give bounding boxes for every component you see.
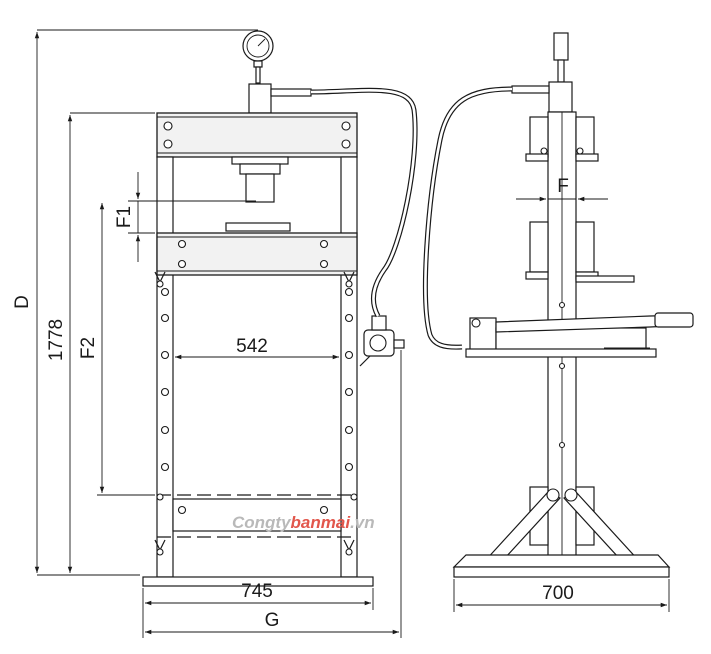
left-upright — [156, 156, 174, 578]
side-view — [422, 32, 694, 578]
dim-g-label: G — [265, 610, 280, 631]
dim-f2-label: F2 — [78, 337, 99, 359]
watermark-part2: banmai — [291, 513, 352, 532]
dim-front-base-label: 745 — [241, 581, 273, 602]
pump-unit-icon — [359, 315, 405, 367]
dim-d-label: D — [12, 295, 33, 309]
side-cylinder-head — [548, 81, 573, 113]
work-table — [156, 232, 358, 276]
press-plate — [225, 222, 291, 232]
upright-holes — [160, 287, 354, 472]
front-base — [142, 576, 374, 587]
top-beam — [156, 112, 358, 158]
dim-side-base-label: 700 — [542, 583, 574, 604]
table-pins — [154, 271, 355, 288]
dim-f-label: F — [557, 176, 569, 197]
hand-pump-icon — [465, 312, 694, 358]
cylinder-head — [248, 83, 272, 114]
watermark-part1: Congty — [232, 513, 292, 532]
piston-ram — [245, 173, 275, 203]
side-base — [453, 566, 670, 578]
side-hydraulic-hose — [422, 86, 513, 350]
watermark: Congtybanmai.vn — [232, 513, 375, 532]
watermark-part3: .vn — [350, 513, 375, 532]
dim-inner-width-label: 542 — [236, 336, 268, 357]
pressure-gauge-icon — [242, 30, 274, 84]
hose-coupling — [270, 88, 312, 97]
front-view — [142, 30, 418, 587]
side-brackets — [525, 116, 635, 546]
front-dimensions: D 1778 F1 F2 542 745 G — [12, 29, 402, 638]
dim-height-label: 1778 — [46, 319, 67, 361]
dim-f1-label: F1 — [114, 206, 135, 228]
side-dimensions: F 700 — [453, 176, 670, 612]
